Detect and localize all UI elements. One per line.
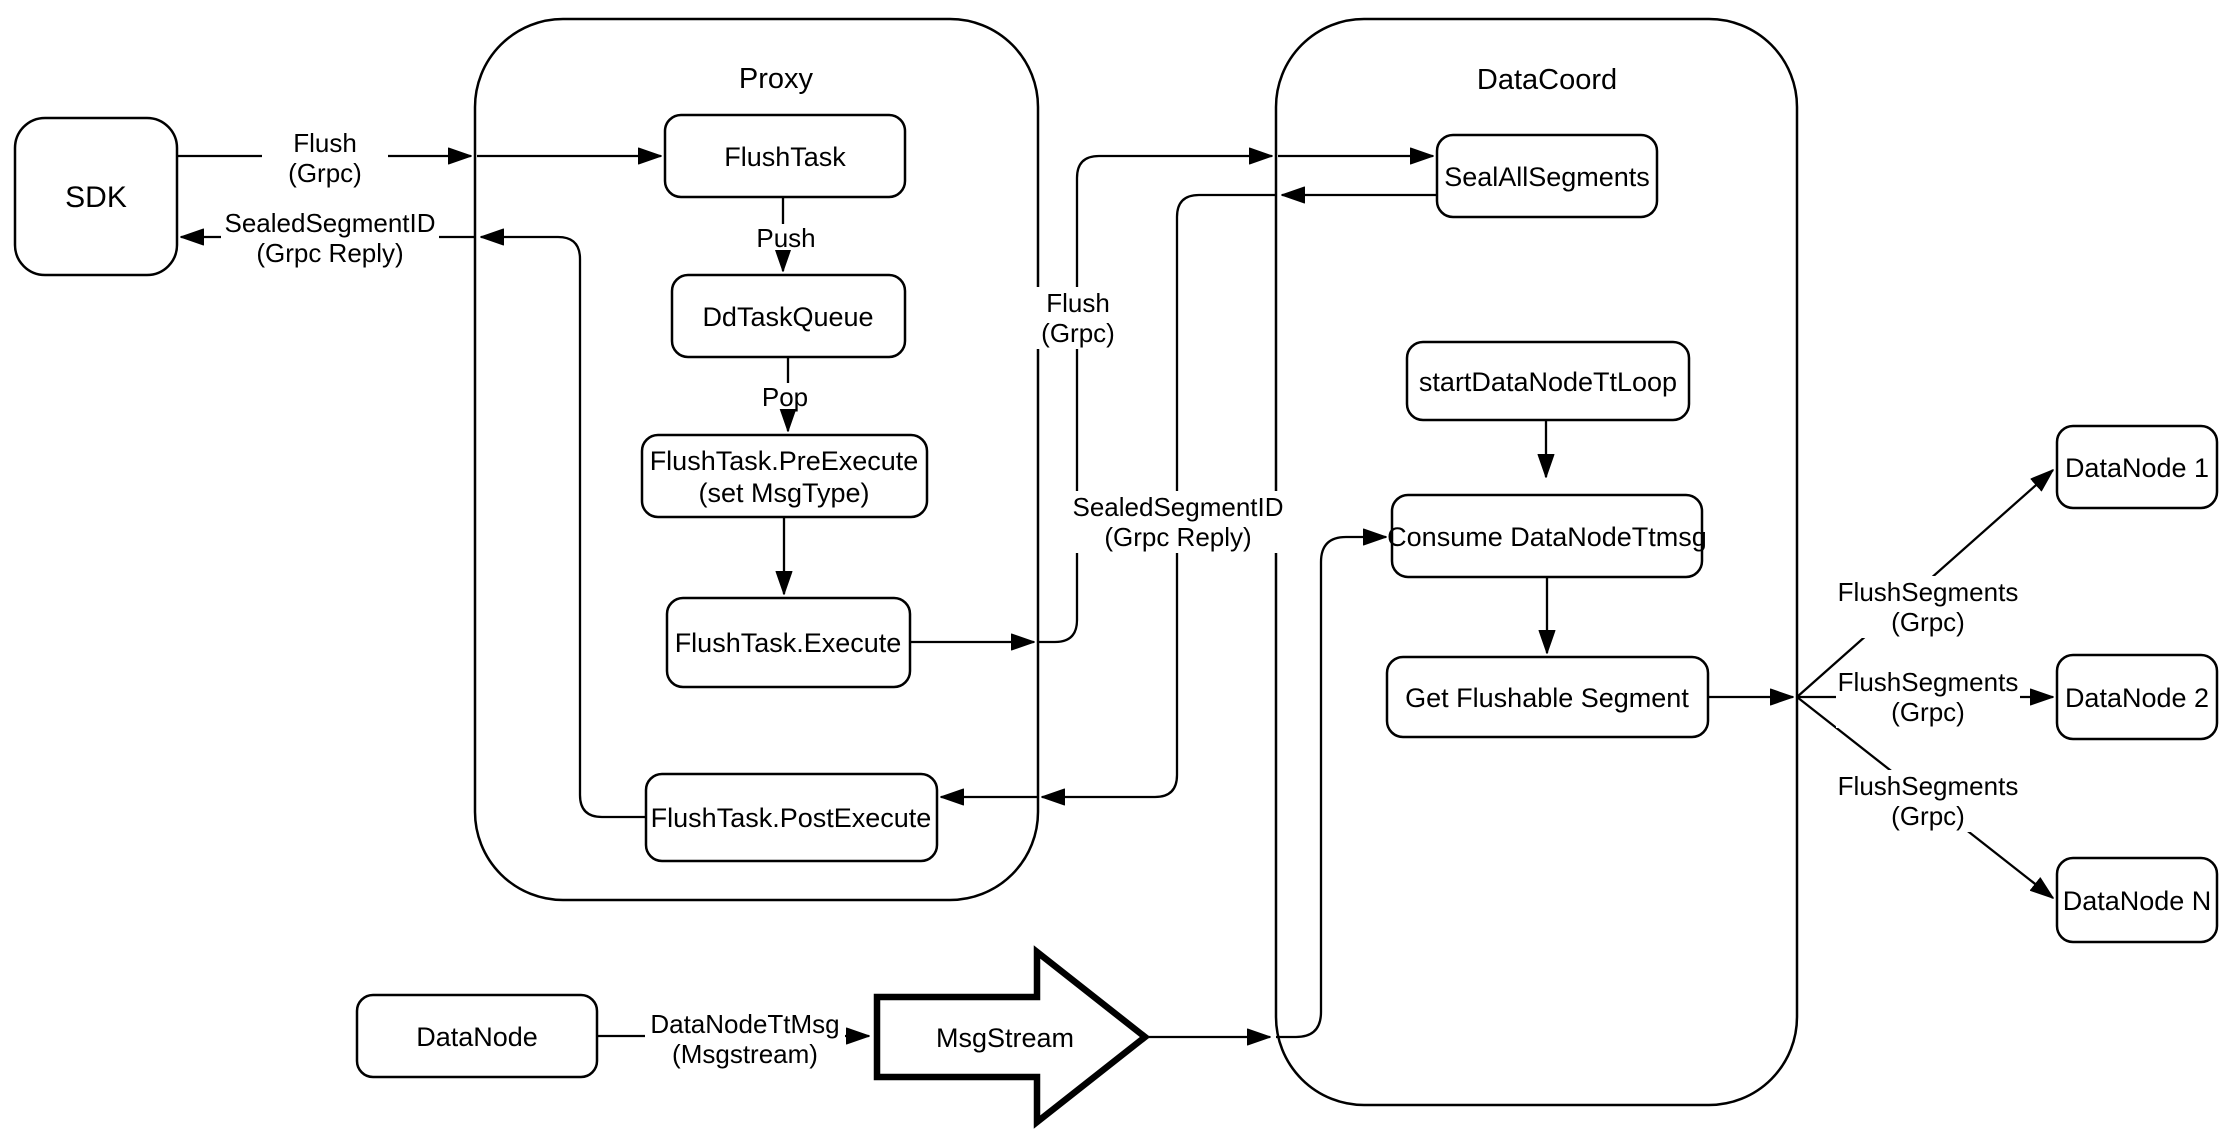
node-dd-task-queue: DdTaskQueue <box>670 273 907 359</box>
flush-task-label: FlushTask <box>724 142 846 172</box>
msgstream-label: MsgStream <box>936 1023 1074 1053</box>
sealed-mid-label-line1: SealedSegmentID <box>1072 492 1283 522</box>
flush-segments-3-label-line2: (Grpc) <box>1891 801 1965 831</box>
flush-segments-2-label-line2: (Grpc) <box>1891 697 1965 727</box>
push-label-bg <box>751 224 821 250</box>
sdk-label: SDK <box>65 181 127 214</box>
get-flushable-segment-label: Get Flushable Segment <box>1405 683 1689 713</box>
pop-label: Pop <box>762 382 808 412</box>
flush-sdk-label-bg <box>262 127 388 187</box>
flush-mid-label-line2: (Grpc) <box>1041 318 1115 348</box>
container-datacoord: DataCoord <box>1274 17 1799 1107</box>
flush-segments-2-label-bg <box>1836 666 2020 728</box>
sdk-box <box>13 116 179 277</box>
proxy-border <box>473 17 1040 902</box>
seal-all-segments-box <box>1435 133 1659 219</box>
flush-segments-2-label-line1: FlushSegments <box>1838 667 2019 697</box>
sealed-mid-label-line2: (Grpc Reply) <box>1104 522 1251 552</box>
node-pre-execute: FlushTask.PreExecute (set MsgType) <box>640 433 929 519</box>
sealed-mid-label-bg <box>1069 491 1287 553</box>
sealed-sdk-label-line2: (Grpc Reply) <box>256 238 403 268</box>
post-execute-label: FlushTask.PostExecute <box>651 803 932 833</box>
flush-mid-label-line1: Flush <box>1046 288 1110 318</box>
node-consume-datanode-ttmsg: Consume DataNodeTtmsg <box>1387 493 1707 579</box>
start-datanode-tt-loop-label: startDataNodeTtLoop <box>1419 367 1677 397</box>
flush-segments-1-label-line1: FlushSegments <box>1838 577 2019 607</box>
node-datanode-2: DataNode 2 <box>2055 653 2219 741</box>
sealed-sdk-label-line1: SealedSegmentID <box>224 208 435 238</box>
flush-task-box <box>663 113 907 199</box>
start-datanode-tt-loop-box <box>1405 340 1691 422</box>
node-sdk: SDK <box>13 116 179 277</box>
datacoord-title: DataCoord <box>1477 64 1617 96</box>
edge-flush-to-datacoord-edge <box>1038 147 1273 644</box>
edge-postexecute-to-proxy-edge <box>480 228 646 819</box>
sealed-sdk-label-bg <box>221 207 439 267</box>
node-post-execute: FlushTask.PostExecute <box>644 772 939 863</box>
execute-label: FlushTask.Execute <box>675 628 902 658</box>
datanode-ttmsg-label-line2: (Msgstream) <box>672 1039 818 1069</box>
node-flush-task: FlushTask <box>663 113 907 199</box>
seal-all-segments-label: SealAllSegments <box>1444 162 1650 192</box>
proxy-title: Proxy <box>739 63 814 95</box>
node-msgstream: MsgStream <box>873 945 1151 1129</box>
node-datanode: DataNode <box>355 993 599 1079</box>
flush-segments-3-label-line1: FlushSegments <box>1838 771 2019 801</box>
node-get-flushable-segment: Get Flushable Segment <box>1385 655 1710 739</box>
edge-datacoord-edge-to-consume <box>1276 528 1387 1039</box>
flush-segments-1-label-line2: (Grpc) <box>1891 607 1965 637</box>
pop-label-bg <box>750 383 820 409</box>
flush-segments-1-label-bg <box>1836 576 2020 638</box>
node-datanode-n: DataNode N <box>2055 856 2219 944</box>
datacoord-border <box>1274 17 1799 1107</box>
flush-sdk-label-line1: Flush <box>293 128 357 158</box>
node-datanode-1: DataNode 1 <box>2055 424 2219 510</box>
pre-execute-label-line2: (set MsgType) <box>698 478 869 508</box>
datanode-ttmsg-label-line1: DataNodeTtMsg <box>650 1009 839 1039</box>
push-label: Push <box>756 223 815 253</box>
pre-execute-label-line1: FlushTask.PreExecute <box>650 446 919 476</box>
datanode-n-box <box>2055 856 2219 944</box>
datanode-1-box <box>2055 424 2219 510</box>
datanode-ttmsg-label-bg <box>645 1009 845 1067</box>
node-execute: FlushTask.Execute <box>665 596 912 689</box>
flush-mid-label-bg <box>1017 287 1139 349</box>
node-start-datanode-tt-loop: startDataNodeTtLoop <box>1405 340 1691 422</box>
flush-sdk-label-line2: (Grpc) <box>288 158 362 188</box>
msgstream-arrow-shape <box>873 945 1151 1129</box>
datanode-2-box <box>2055 653 2219 741</box>
edge-labels: Flush (Grpc) SealedSegmentID (Grpc Reply… <box>221 127 2020 1069</box>
consume-datanode-ttmsg-label: Consume DataNodeTtmsg <box>1387 522 1707 552</box>
dd-task-queue-label: DdTaskQueue <box>702 302 873 332</box>
node-seal-all-segments: SealAllSegments <box>1435 133 1659 219</box>
datanode-1-label: DataNode 1 <box>2065 453 2209 483</box>
datanode-label: DataNode <box>416 1022 538 1052</box>
flush-segments-3-label-bg <box>1836 770 2020 832</box>
datanode-2-label: DataNode 2 <box>2065 683 2209 713</box>
datanode-n-label: DataNode N <box>2063 886 2212 916</box>
container-proxy: Proxy <box>473 17 1040 902</box>
